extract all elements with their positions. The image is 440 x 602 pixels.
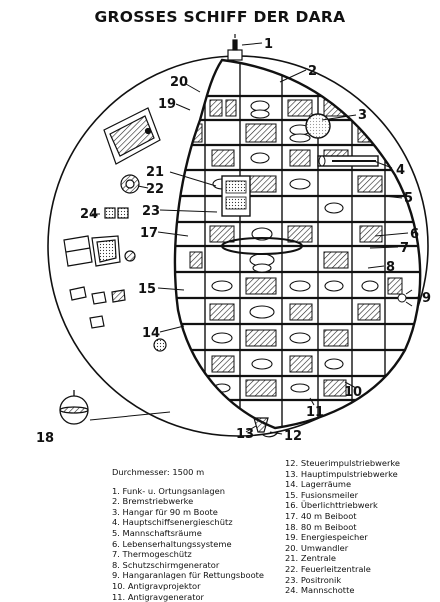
legend-item: 15. Fusionsmeiler <box>285 489 359 500</box>
legend-item: 9. Hangaranlagen für Rettungsboote <box>112 570 265 581</box>
callout-18: 18 <box>36 431 54 446</box>
main-thruster <box>253 417 279 438</box>
callout-20: 20 <box>170 75 188 90</box>
callout-12: 12 <box>284 429 302 444</box>
callout-labels: 1 2 3 4 5 6 7 8 9 10 11 12 13 14 15 17 1… <box>36 37 431 446</box>
callout-9: 9 <box>422 291 431 306</box>
legend-item: 14. Lagerräume <box>285 479 352 490</box>
callout-4: 4 <box>396 163 405 178</box>
legend-item: 21. Zentrale <box>285 553 337 564</box>
legend-item: 3. Hangar für 90 m Boote <box>112 506 218 517</box>
callout-21: 21 <box>146 165 164 180</box>
legend-item: 23. Positronik <box>285 574 342 585</box>
diameter-label: Durchmesser: 1500 m <box>112 467 205 477</box>
callout-11: 11 <box>306 405 324 420</box>
callout-15: 15 <box>138 282 156 297</box>
cutaway-interior <box>174 60 421 428</box>
legend-item: 13. Hauptimpulstriebwerke <box>285 468 398 479</box>
callout-1: 1 <box>264 37 273 52</box>
callout-5: 5 <box>404 191 413 206</box>
radio-antenna <box>227 34 243 61</box>
leader-lines <box>89 42 421 435</box>
legend-left-column: Durchmesser: 1500 m 1. Funk- u. Ortungsa… <box>112 467 264 602</box>
auxiliary-boat-80m <box>59 390 89 425</box>
callout-19: 19 <box>158 97 176 112</box>
callout-6: 6 <box>410 227 419 242</box>
legend-item: 19. Energiespeicher <box>285 532 368 543</box>
rescue-boat-hangar <box>397 289 414 307</box>
legend-item: 1. Funk- u. Ortungsanlagen <box>112 485 226 496</box>
callout-23: 23 <box>142 204 160 219</box>
callout-2: 2 <box>308 64 317 79</box>
callout-17: 17 <box>140 226 158 241</box>
legend-item: 12. Steuerimpulstriebwerke <box>285 458 401 468</box>
legend-item: 22. Feuerleitzentrale <box>285 563 371 574</box>
legend-item: 2. Bremstriebwerke <box>112 496 194 507</box>
legend-item: 16. Überlichttriebwerk <box>285 500 378 511</box>
callout-10: 10 <box>344 385 362 400</box>
callout-8: 8 <box>386 260 395 275</box>
legend-item: 5. Mannschaftsräume <box>112 527 202 538</box>
callout-7: 7 <box>400 241 409 256</box>
callout-14: 14 <box>142 326 160 341</box>
legend-item: 7. Thermogeschütz <box>112 549 192 560</box>
legend-item: 18. 80 m Beiboot <box>285 521 357 532</box>
page-title: GROSSES SCHIFF DER DARA <box>94 8 346 26</box>
legend-item: 24. Mannschotte <box>285 585 355 596</box>
callout-13: 13 <box>236 427 254 442</box>
legend-item: 20. Umwandler <box>285 542 349 553</box>
callout-3: 3 <box>358 108 367 123</box>
legend-item: 4. Hauptschiffsenergieschütz <box>112 517 233 528</box>
cutaway-outline <box>173 58 422 430</box>
callout-22: 22 <box>146 182 164 197</box>
hull-surface-details <box>63 107 167 352</box>
legend-item: 8. Schutzschirmgenerator <box>112 559 220 570</box>
legend-item: 11. Antigravgenerator <box>112 591 204 602</box>
legend-right-column: 12. Steuerimpulstriebwerke 13. Hauptimpu… <box>285 458 400 596</box>
legend-item: 10. Antigravprojektor <box>112 580 201 591</box>
callout-24: 24 <box>80 207 98 222</box>
legend-item: 17. 40 m Beiboot <box>285 510 357 521</box>
legend-item: 6. Lebenserhaltungssysteme <box>112 538 232 549</box>
